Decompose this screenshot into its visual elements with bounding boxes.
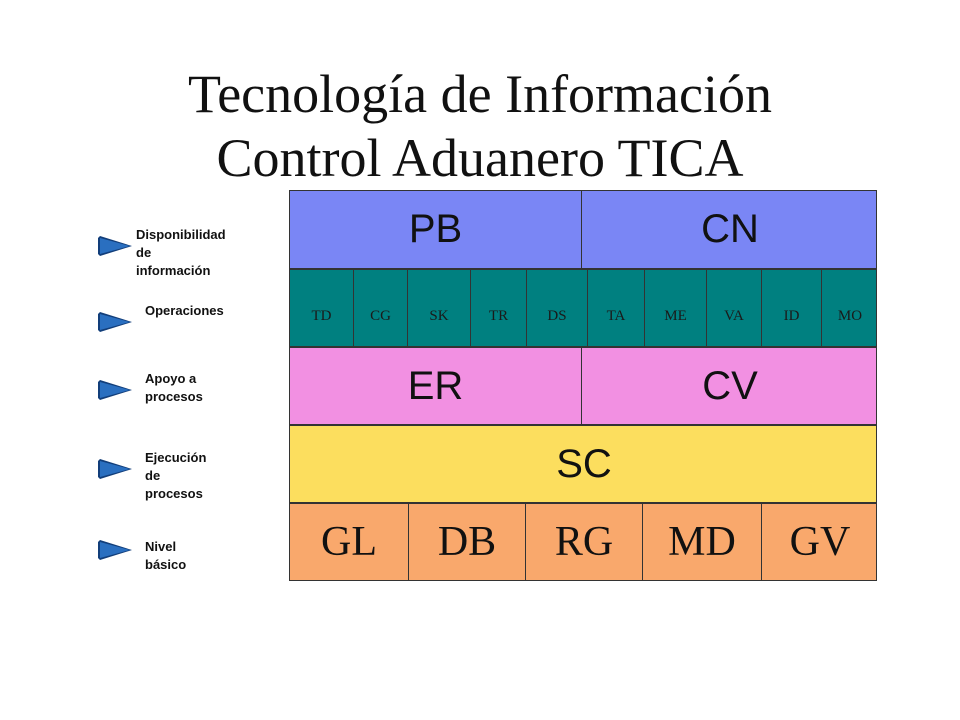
module-cv: CV [581, 348, 878, 424]
module-ds: DS [526, 270, 587, 346]
module-mo: MO [821, 270, 878, 346]
module-db: DB [408, 504, 525, 580]
module-er: ER [407, 363, 464, 408]
module-va: VA [706, 270, 761, 346]
module-cg: CG [353, 270, 407, 346]
arrow-right-icon [98, 540, 132, 560]
module-td: TD [311, 307, 332, 324]
title-line-1: Tecnología de Información [188, 64, 772, 124]
layer-execution: SC [289, 425, 877, 503]
module-tr: TR [470, 270, 526, 346]
module-id: ID [761, 270, 821, 346]
arrow-right-icon [98, 312, 132, 332]
module-ta: TA [587, 270, 644, 346]
level-text: Nivel básico [145, 539, 187, 572]
page-title: Tecnología de Información Control Aduane… [0, 62, 960, 190]
layer-support: ER CV [289, 347, 877, 425]
module-gv: GV [761, 504, 878, 580]
module-me: ME [644, 270, 706, 346]
level-text: Disponibilidad de información [136, 227, 226, 278]
arrow-right-icon [98, 380, 132, 400]
level-text: Ejecución de procesos [145, 450, 207, 501]
module-sk: SK [407, 270, 470, 346]
layer-operations: TD CG SK TR DS TA ME VA ID MO [289, 269, 877, 347]
layer-basic: GL DB RG MD GV [289, 503, 877, 581]
module-pb: PB [408, 207, 463, 251]
level-text: Operaciones [145, 303, 224, 318]
module-sc: SC [556, 441, 612, 486]
arrow-right-icon [98, 459, 132, 479]
arrow-right-icon [98, 236, 132, 256]
title-line-2: Control Aduanero TICA [216, 128, 744, 188]
module-gl: GL [321, 519, 377, 565]
module-rg: RG [525, 504, 642, 580]
level-text: Apoyo a procesos [145, 371, 203, 404]
layer-availability: PB CN [289, 190, 877, 269]
module-cn: CN [581, 191, 878, 268]
module-md: MD [642, 504, 761, 580]
